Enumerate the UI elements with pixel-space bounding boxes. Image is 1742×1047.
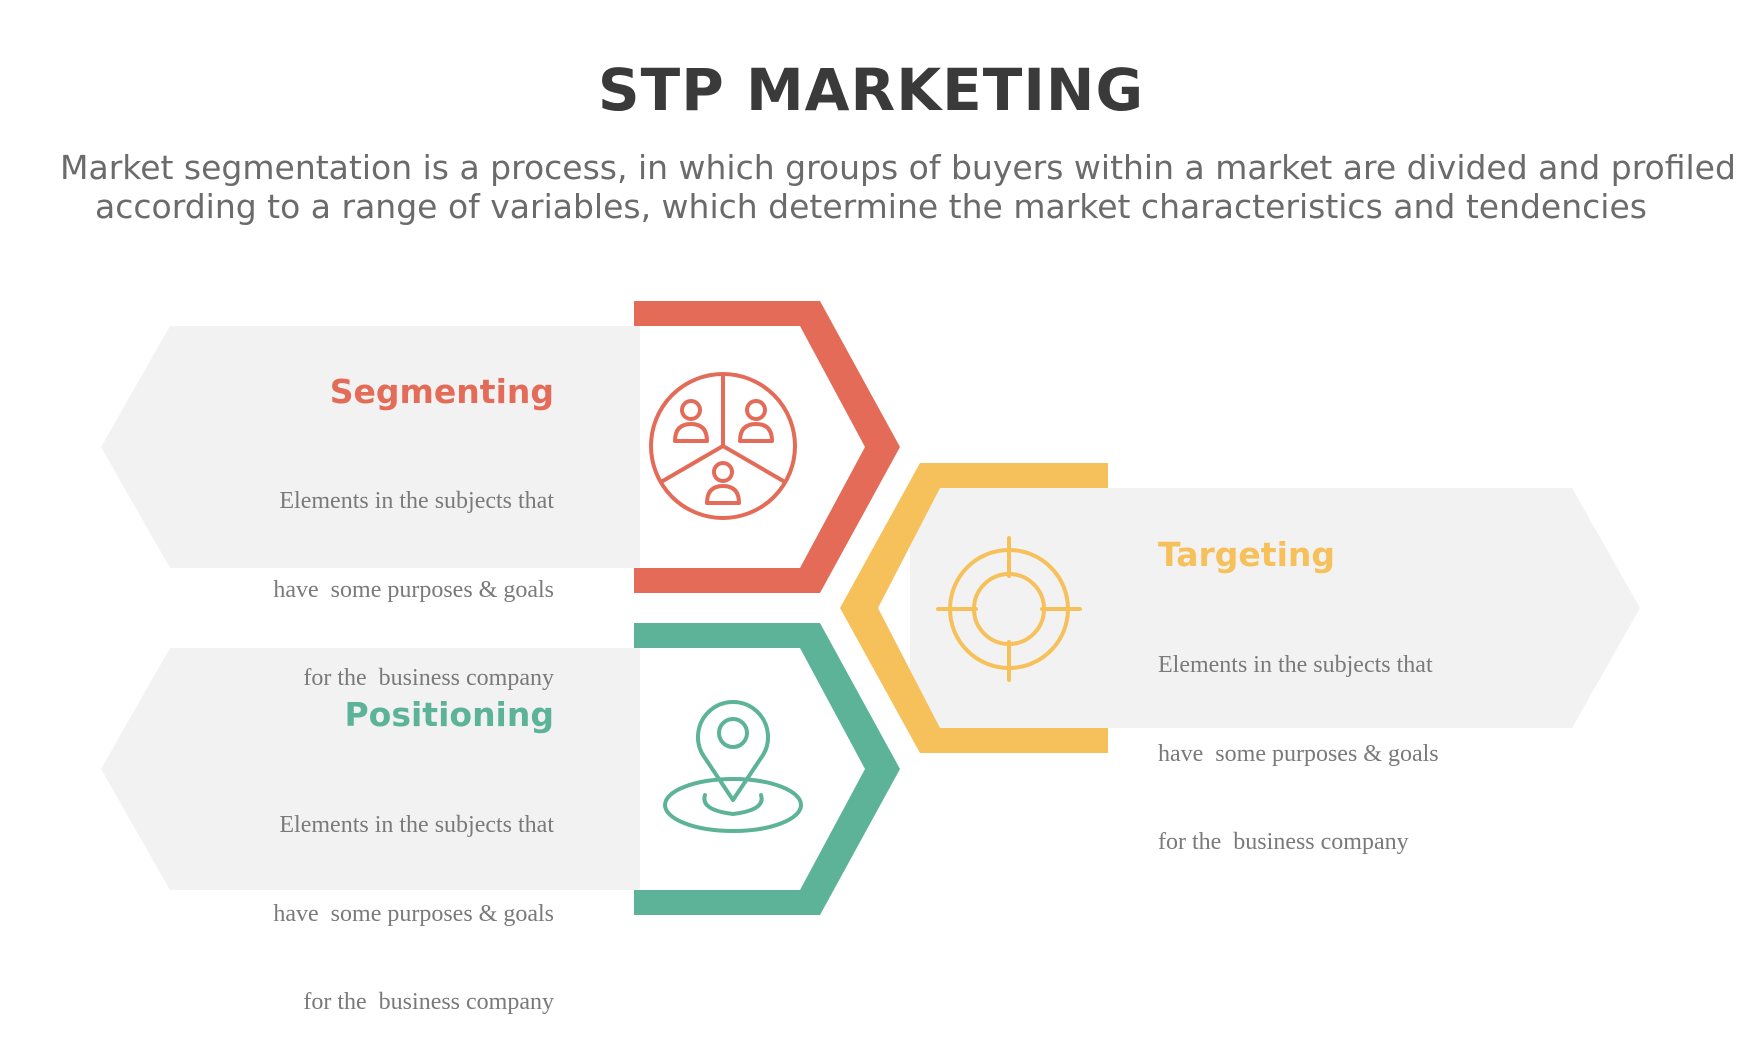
crosshair-target-icon [936,536,1082,682]
positioning-description: Elements in the subjects that have some … [214,752,554,1047]
segmenting-panel [101,326,640,568]
location-pin-icon [663,700,803,833]
positioning-desc-line-3: for the business company [303,989,554,1015]
segmenting-desc-line-1: Elements in the subjects that [279,488,554,514]
segmenting-title: Segmenting [329,372,554,411]
segmenting-desc-line-2: have some purposes & goals [273,576,554,603]
positioning-panel [101,648,640,890]
stp-diagram [101,301,1640,915]
positioning-hexagon [634,623,900,915]
positioning-title: Positioning [344,695,555,734]
targeting-title: Targeting [1158,535,1336,574]
positioning-desc-line-2: have some purposes & goals [273,900,554,927]
targeting-panel [910,488,1640,728]
targeting-description: Elements in the subjects that have some … [1158,592,1518,887]
positioning-desc-line-1: Elements in the subjects that [279,812,554,838]
page-subtitle: Market segmentation is a process, in whi… [60,148,1736,226]
targeting-desc-line-3: for the business company [1158,829,1409,855]
segmenting-description: Elements in the subjects that have some … [214,428,554,723]
segmenting-hexagon [634,301,900,593]
subtitle-line-1: Market segmentation is a process, in whi… [60,148,1736,187]
targeting-hexagon [840,463,1108,753]
page-title: STP MARKETING [597,56,1145,124]
targeting-desc-line-2: have some purposes & goals [1158,740,1439,767]
subtitle-line-2: according to a range of variables, which… [95,187,1647,226]
segmenting-desc-line-3: for the business company [303,665,554,691]
targeting-desc-line-1: Elements in the subjects that [1158,652,1433,678]
people-pie-icon [649,372,797,520]
